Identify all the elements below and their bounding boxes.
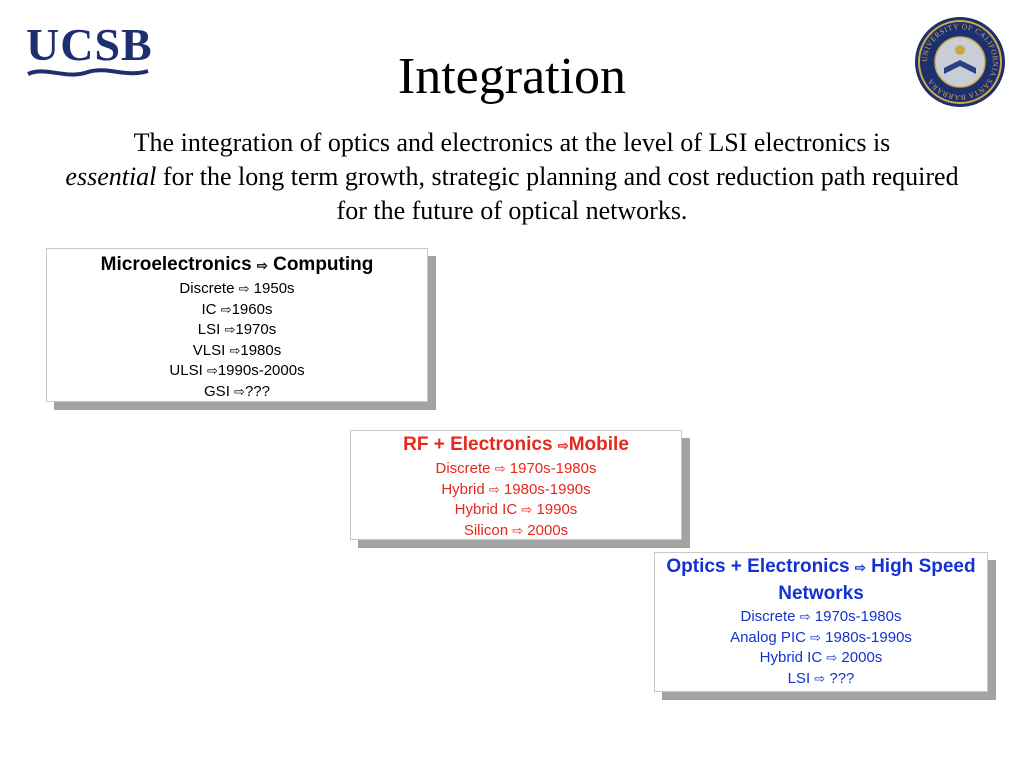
intro-emphasis: essential — [65, 162, 157, 191]
university-seal-icon: UNIVERSITY OF CALIFORNIA SANTA BARBARA — [915, 17, 1005, 107]
arrow-right-icon: ⇨ — [238, 281, 250, 296]
heading-text: High Speed Networks — [778, 556, 976, 604]
arrow-right-icon: ⇨ — [256, 258, 268, 273]
era-line: Analog PIC ⇨ 1980s-1990s — [730, 628, 912, 646]
arrow-right-icon: ⇨ — [799, 609, 811, 624]
arrow-right-icon: ⇨ — [234, 383, 245, 399]
arrow-right-icon: ⇨ — [512, 522, 524, 538]
arrow-right-icon: ⇨ — [206, 363, 218, 378]
arrow-right-icon: ⇨ — [224, 322, 236, 337]
microelectronics-box: Microelectronics ⇨ Computing Discrete ⇨ … — [46, 248, 428, 402]
era-line: Silicon ⇨ 2000s — [463, 521, 569, 539]
arrow-right-icon: ⇨ — [826, 650, 838, 665]
ucsb-logo: UCSB — [26, 19, 153, 82]
heading-text: Microelectronics — [100, 254, 257, 275]
optics-electronics-box: Optics + Electronics ⇨ High Speed Networ… — [654, 552, 988, 692]
optics-electronics-heading: Optics + Electronics ⇨ High Speed Networ… — [655, 554, 987, 607]
microelectronics-heading: Microelectronics ⇨ Computing — [47, 252, 427, 279]
intro-paragraph: The integration of optics and electronic… — [60, 126, 964, 228]
rf-electronics-heading: RF + Electronics ⇨Mobile — [351, 432, 681, 459]
era-line: Discrete ⇨ 1950s — [179, 280, 295, 297]
era-line: GSI ⇨??? — [204, 382, 270, 400]
era-line: LSI ⇨ ??? — [787, 669, 855, 687]
era-line: ULSI ⇨1990s-2000s — [169, 362, 305, 379]
arrow-right-icon: ⇨ — [220, 301, 232, 317]
arrow-right-icon: ⇨ — [854, 560, 866, 575]
era-line: VLSI ⇨1980s — [192, 341, 282, 359]
heading-text: Computing — [267, 254, 374, 275]
ucsb-logo-text: UCSB — [26, 19, 153, 70]
era-line: Discrete ⇨ 1970s-1980s — [740, 608, 902, 625]
rf-electronics-box: RF + Electronics ⇨Mobile Discrete ⇨ 1970… — [350, 430, 682, 540]
heading-text: RF + Electronics — [403, 434, 558, 455]
era-line: Hybrid ⇨ 1980s-1990s — [441, 480, 591, 498]
arrow-right-icon: ⇨ — [557, 438, 569, 453]
era-line: Hybrid IC ⇨ 1990s — [454, 501, 578, 518]
era-line: Hybrid IC ⇨ 2000s — [759, 649, 883, 666]
arrow-right-icon: ⇨ — [488, 481, 500, 497]
arrow-right-icon: ⇨ — [229, 342, 241, 358]
era-line: IC ⇨1960s — [201, 300, 273, 318]
era-line: LSI ⇨1970s — [197, 321, 277, 338]
intro-text-2: for the long term growth, strategic plan… — [156, 162, 959, 225]
slide-title: Integration — [397, 48, 627, 105]
arrow-right-icon: ⇨ — [521, 502, 533, 517]
wave-icon — [27, 68, 149, 77]
arrow-right-icon: ⇨ — [814, 670, 826, 686]
arrow-right-icon: ⇨ — [494, 461, 506, 476]
heading-text: Optics + Electronics — [666, 556, 855, 577]
intro-text-1: The integration of optics and electronic… — [133, 128, 891, 157]
heading-text: Mobile — [568, 434, 629, 455]
arrow-right-icon: ⇨ — [810, 629, 822, 645]
era-line: Discrete ⇨ 1970s-1980s — [435, 460, 597, 477]
